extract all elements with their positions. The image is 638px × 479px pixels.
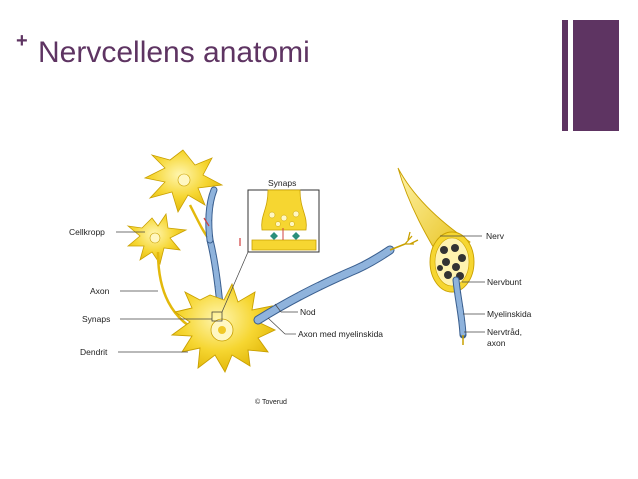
slide-title: Nervcellens anatomi — [38, 36, 310, 69]
label-axon-myelin: Axon med myelinskida — [298, 329, 383, 339]
nerve-fiber — [452, 276, 467, 345]
label-copyright: © Toverud — [255, 398, 287, 406]
label-nervbunt: Nervbunt — [487, 277, 522, 287]
leader-axon-myelin-tip — [267, 317, 286, 335]
left-neuron — [126, 212, 188, 265]
synapse-connector — [221, 251, 249, 313]
label-dendrit: Dendrit — [80, 347, 108, 357]
synapse-inset — [247, 189, 320, 253]
main-myelin-axon — [253, 231, 419, 325]
label-synaps-box: Synaps — [268, 178, 296, 188]
main-neuron — [170, 282, 277, 374]
label-nod: Nod — [300, 307, 316, 317]
upper-myelin-axon — [205, 186, 224, 309]
label-synaps-left: Synaps — [82, 314, 110, 324]
decor-bar-thick — [573, 20, 619, 131]
signal-arrow-1 — [203, 217, 210, 227]
leader-nod-tip — [274, 303, 282, 313]
label-nervtrad-1: Nervtråd, — [487, 327, 522, 337]
upper-neuron — [143, 149, 224, 213]
label-axon: Axon — [90, 286, 110, 296]
label-myelinskida: Myelinskida — [487, 309, 532, 319]
label-nervtrad-2: axon — [487, 338, 506, 348]
decor-bar-thin — [562, 20, 568, 131]
label-cellkropp: Cellkropp — [69, 227, 105, 237]
label-nerv: Nerv — [486, 231, 505, 241]
title-bullet: + — [16, 30, 28, 52]
nerve-cone — [397, 167, 475, 293]
